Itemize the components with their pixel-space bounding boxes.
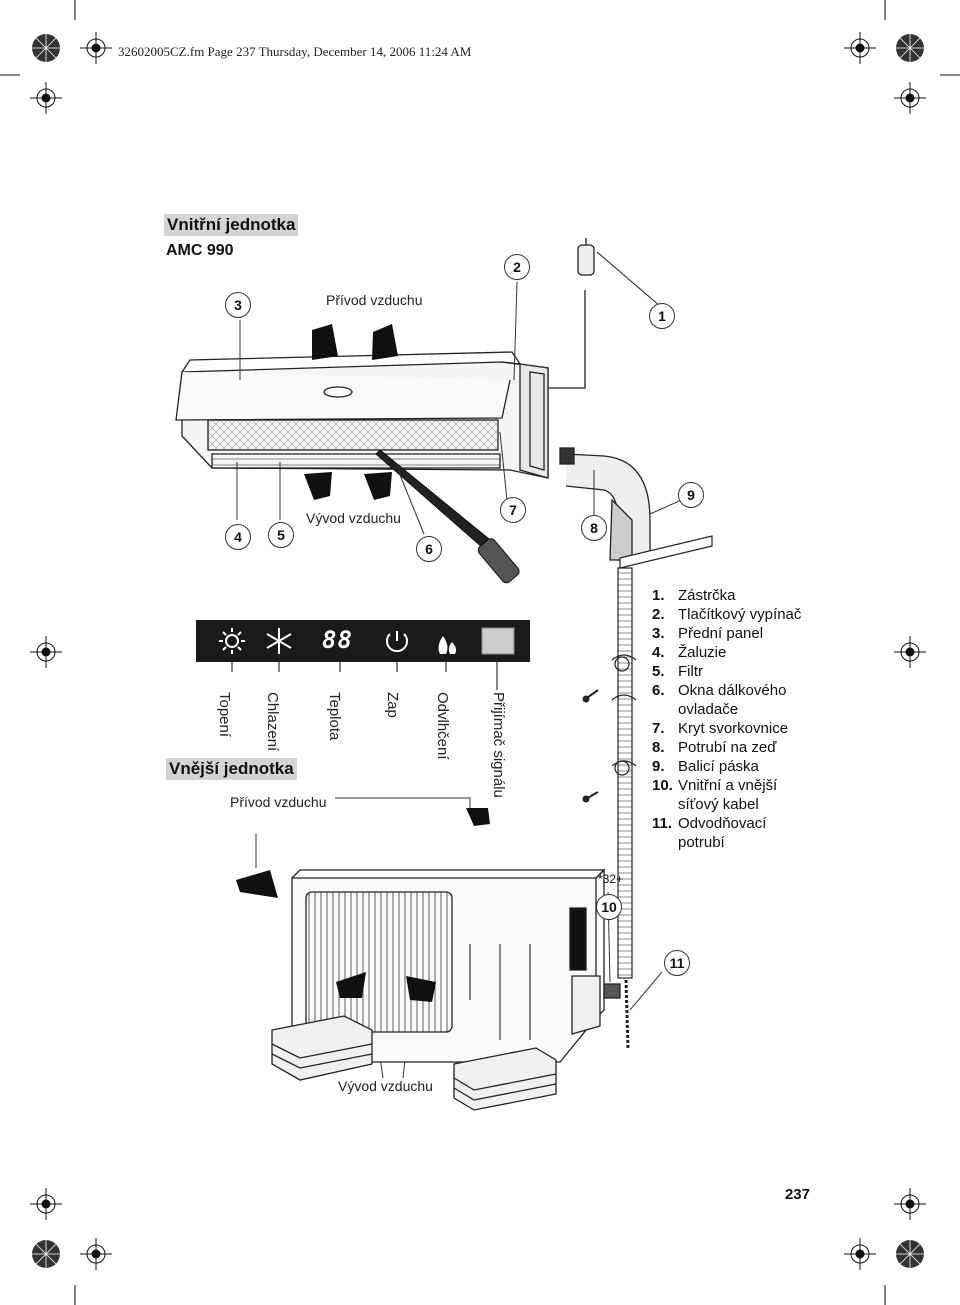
callout-5: 5	[268, 522, 294, 548]
list-item: 7.Kryt svorkovnice	[652, 720, 789, 737]
reg-mark-l2	[30, 636, 62, 668]
wall-tape	[619, 535, 713, 569]
list-item: 11.Odvodňovací potrubí	[652, 815, 767, 851]
air-intake-label-top: Přívod vzduchu	[326, 292, 423, 308]
panel-label-heating: Topení	[216, 692, 233, 738]
list-item: 5.Filtr	[652, 663, 703, 680]
callout-2: 2	[504, 254, 530, 280]
reg-mark-bl	[80, 1238, 112, 1270]
reg-mark-l1	[30, 82, 62, 114]
indoor-air-arrows	[304, 324, 398, 500]
panel-label-cooling: Chlazení	[264, 692, 281, 752]
callout-8: 8	[581, 515, 607, 541]
reg-mark-tl	[80, 32, 112, 64]
wall-pipe	[559, 447, 651, 561]
display-panel	[196, 620, 530, 690]
callout-9: 9	[678, 482, 704, 508]
list-item: 6.Okna dálkového ovladače	[652, 682, 787, 718]
indoor-unit	[175, 351, 549, 479]
callout-11: 11	[664, 950, 690, 976]
pipe-size-label: *32+	[598, 872, 624, 886]
list-item: 2.Tlačítkový vypínač	[652, 606, 802, 623]
reg-mark-tr	[844, 32, 876, 64]
air-intake-label-outdoor: Přívod vzduchu	[230, 794, 327, 810]
callout-1: 1	[649, 303, 675, 329]
callout-leaders	[236, 281, 687, 1079]
callout-3: 3	[225, 292, 251, 318]
air-outlet-label-bottom: Vývod vzduchu	[338, 1078, 433, 1094]
parts-list: 1.Zástrčka 2.Tlačítkový vypínač 3.Přední…	[652, 586, 952, 852]
vertical-pipe	[611, 567, 637, 979]
callout-4: 4	[225, 524, 251, 550]
reg-mark-r1	[894, 82, 926, 114]
reg-mark-br	[844, 1238, 876, 1270]
drain-pipe	[624, 979, 630, 1049]
reg-mark-r3	[894, 1188, 926, 1220]
panel-label-power: Zap	[384, 692, 401, 718]
screws	[582, 689, 599, 803]
list-item: 3.Přední panel	[652, 625, 764, 642]
list-item: 8.Potrubí na zeď	[652, 739, 777, 756]
remote-control	[375, 449, 520, 584]
list-item: 10.Vnitřní a vnější síťový kabel	[652, 777, 778, 813]
display-digits: 88	[322, 626, 353, 654]
outdoor-stands	[271, 1015, 557, 1111]
reg-mark-r2	[894, 636, 926, 668]
print-header: 32602005CZ.fm Page 237 Thursday, Decembe…	[118, 44, 472, 59]
plug-cord	[548, 238, 661, 389]
model-number: AMC 990	[166, 242, 234, 259]
callout-7: 7	[500, 497, 526, 523]
page-number: 237	[784, 1186, 810, 1203]
panel-label-dehumidify: Odvlhčení	[434, 692, 451, 760]
outdoor-unit-title: Vnější jednotka	[166, 758, 297, 780]
indoor-unit-title: Vnitřní jednotka	[164, 214, 299, 236]
reg-mark-l3	[30, 1188, 62, 1220]
callout-6: 6	[416, 536, 442, 562]
callout-10: 10	[596, 894, 622, 920]
outdoor-air-arrows	[236, 808, 490, 1002]
list-item: 4.Žaluzie	[652, 644, 727, 661]
air-outlet-label-top: Vývod vzduchu	[306, 510, 401, 526]
list-item: 9.Balicí páska	[652, 758, 759, 775]
panel-label-temperature: Teplota	[326, 692, 343, 741]
list-item: 1.Zástrčka	[652, 587, 736, 604]
panel-label-signal-receiver: Přijímač signálu	[490, 692, 507, 798]
